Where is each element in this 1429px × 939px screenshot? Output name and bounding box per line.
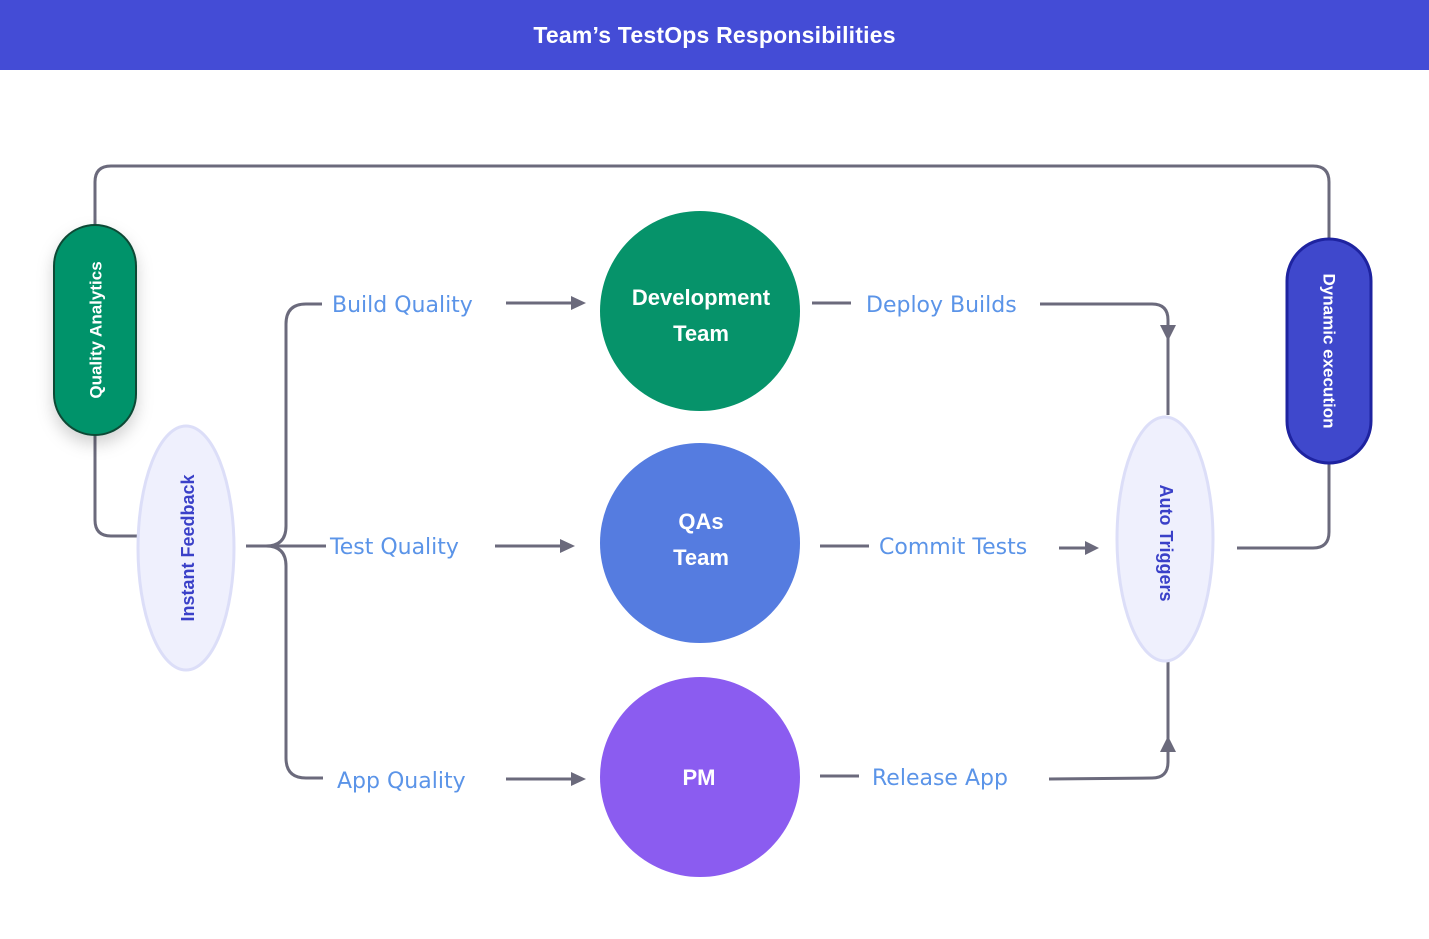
- connector-brace: [246, 302, 326, 780]
- page-title: Team’s TestOps Responsibilities: [533, 21, 896, 48]
- app-quality-label: App Quality: [337, 769, 466, 794]
- qas-team-label-line2: Team: [673, 545, 729, 570]
- header-banner: Team’s TestOps Responsibilities: [0, 0, 1429, 70]
- release-app-label: Release App: [872, 766, 1008, 791]
- pm-label: PM: [683, 765, 716, 790]
- line-release-to-triggers: [1048, 662, 1170, 781]
- connector-top-loop: [93, 164, 1331, 240]
- development-team-circle[interactable]: [600, 211, 800, 411]
- qas-team-circle[interactable]: [600, 443, 800, 643]
- test-quality-label: Test Quality: [329, 535, 459, 560]
- auto-triggers-oval[interactable]: [1115, 415, 1215, 663]
- build-quality-label: Build Quality: [332, 293, 473, 318]
- commit-tests-label: Commit Tests: [879, 535, 1027, 560]
- auto-triggers-label: Auto Triggers: [1156, 484, 1176, 601]
- dynamic-execution-pill[interactable]: [1285, 237, 1373, 465]
- qas-team-label-line1: QAs: [678, 509, 723, 534]
- development-team-label-line2: Team: [673, 321, 729, 346]
- arrowhead-release-app: [1160, 736, 1176, 752]
- line-deploy-to-triggers: [1040, 302, 1170, 415]
- quality-analytics-pill[interactable]: [53, 224, 137, 436]
- dynamic-execution-label: Dynamic execution: [1320, 274, 1339, 429]
- arrowhead-commit-tests: [1085, 541, 1099, 555]
- connector-analytics-to-feedback: [93, 435, 140, 538]
- pm-circle[interactable]: [600, 677, 800, 877]
- development-team-label-line1: Development: [632, 285, 771, 310]
- connector-dynamic-to-triggers: [1237, 462, 1331, 550]
- deploy-builds-label: Deploy Builds: [866, 293, 1017, 318]
- arrowhead-app-quality: [571, 772, 586, 786]
- arrowhead-test-quality: [560, 539, 575, 553]
- instant-feedback-oval[interactable]: [136, 424, 236, 672]
- arrowhead-build-quality: [571, 296, 586, 310]
- quality-analytics-label: Quality Analytics: [87, 261, 106, 398]
- instant-feedback-label: Instant Feedback: [178, 473, 198, 621]
- arrowhead-deploy-builds: [1160, 325, 1176, 341]
